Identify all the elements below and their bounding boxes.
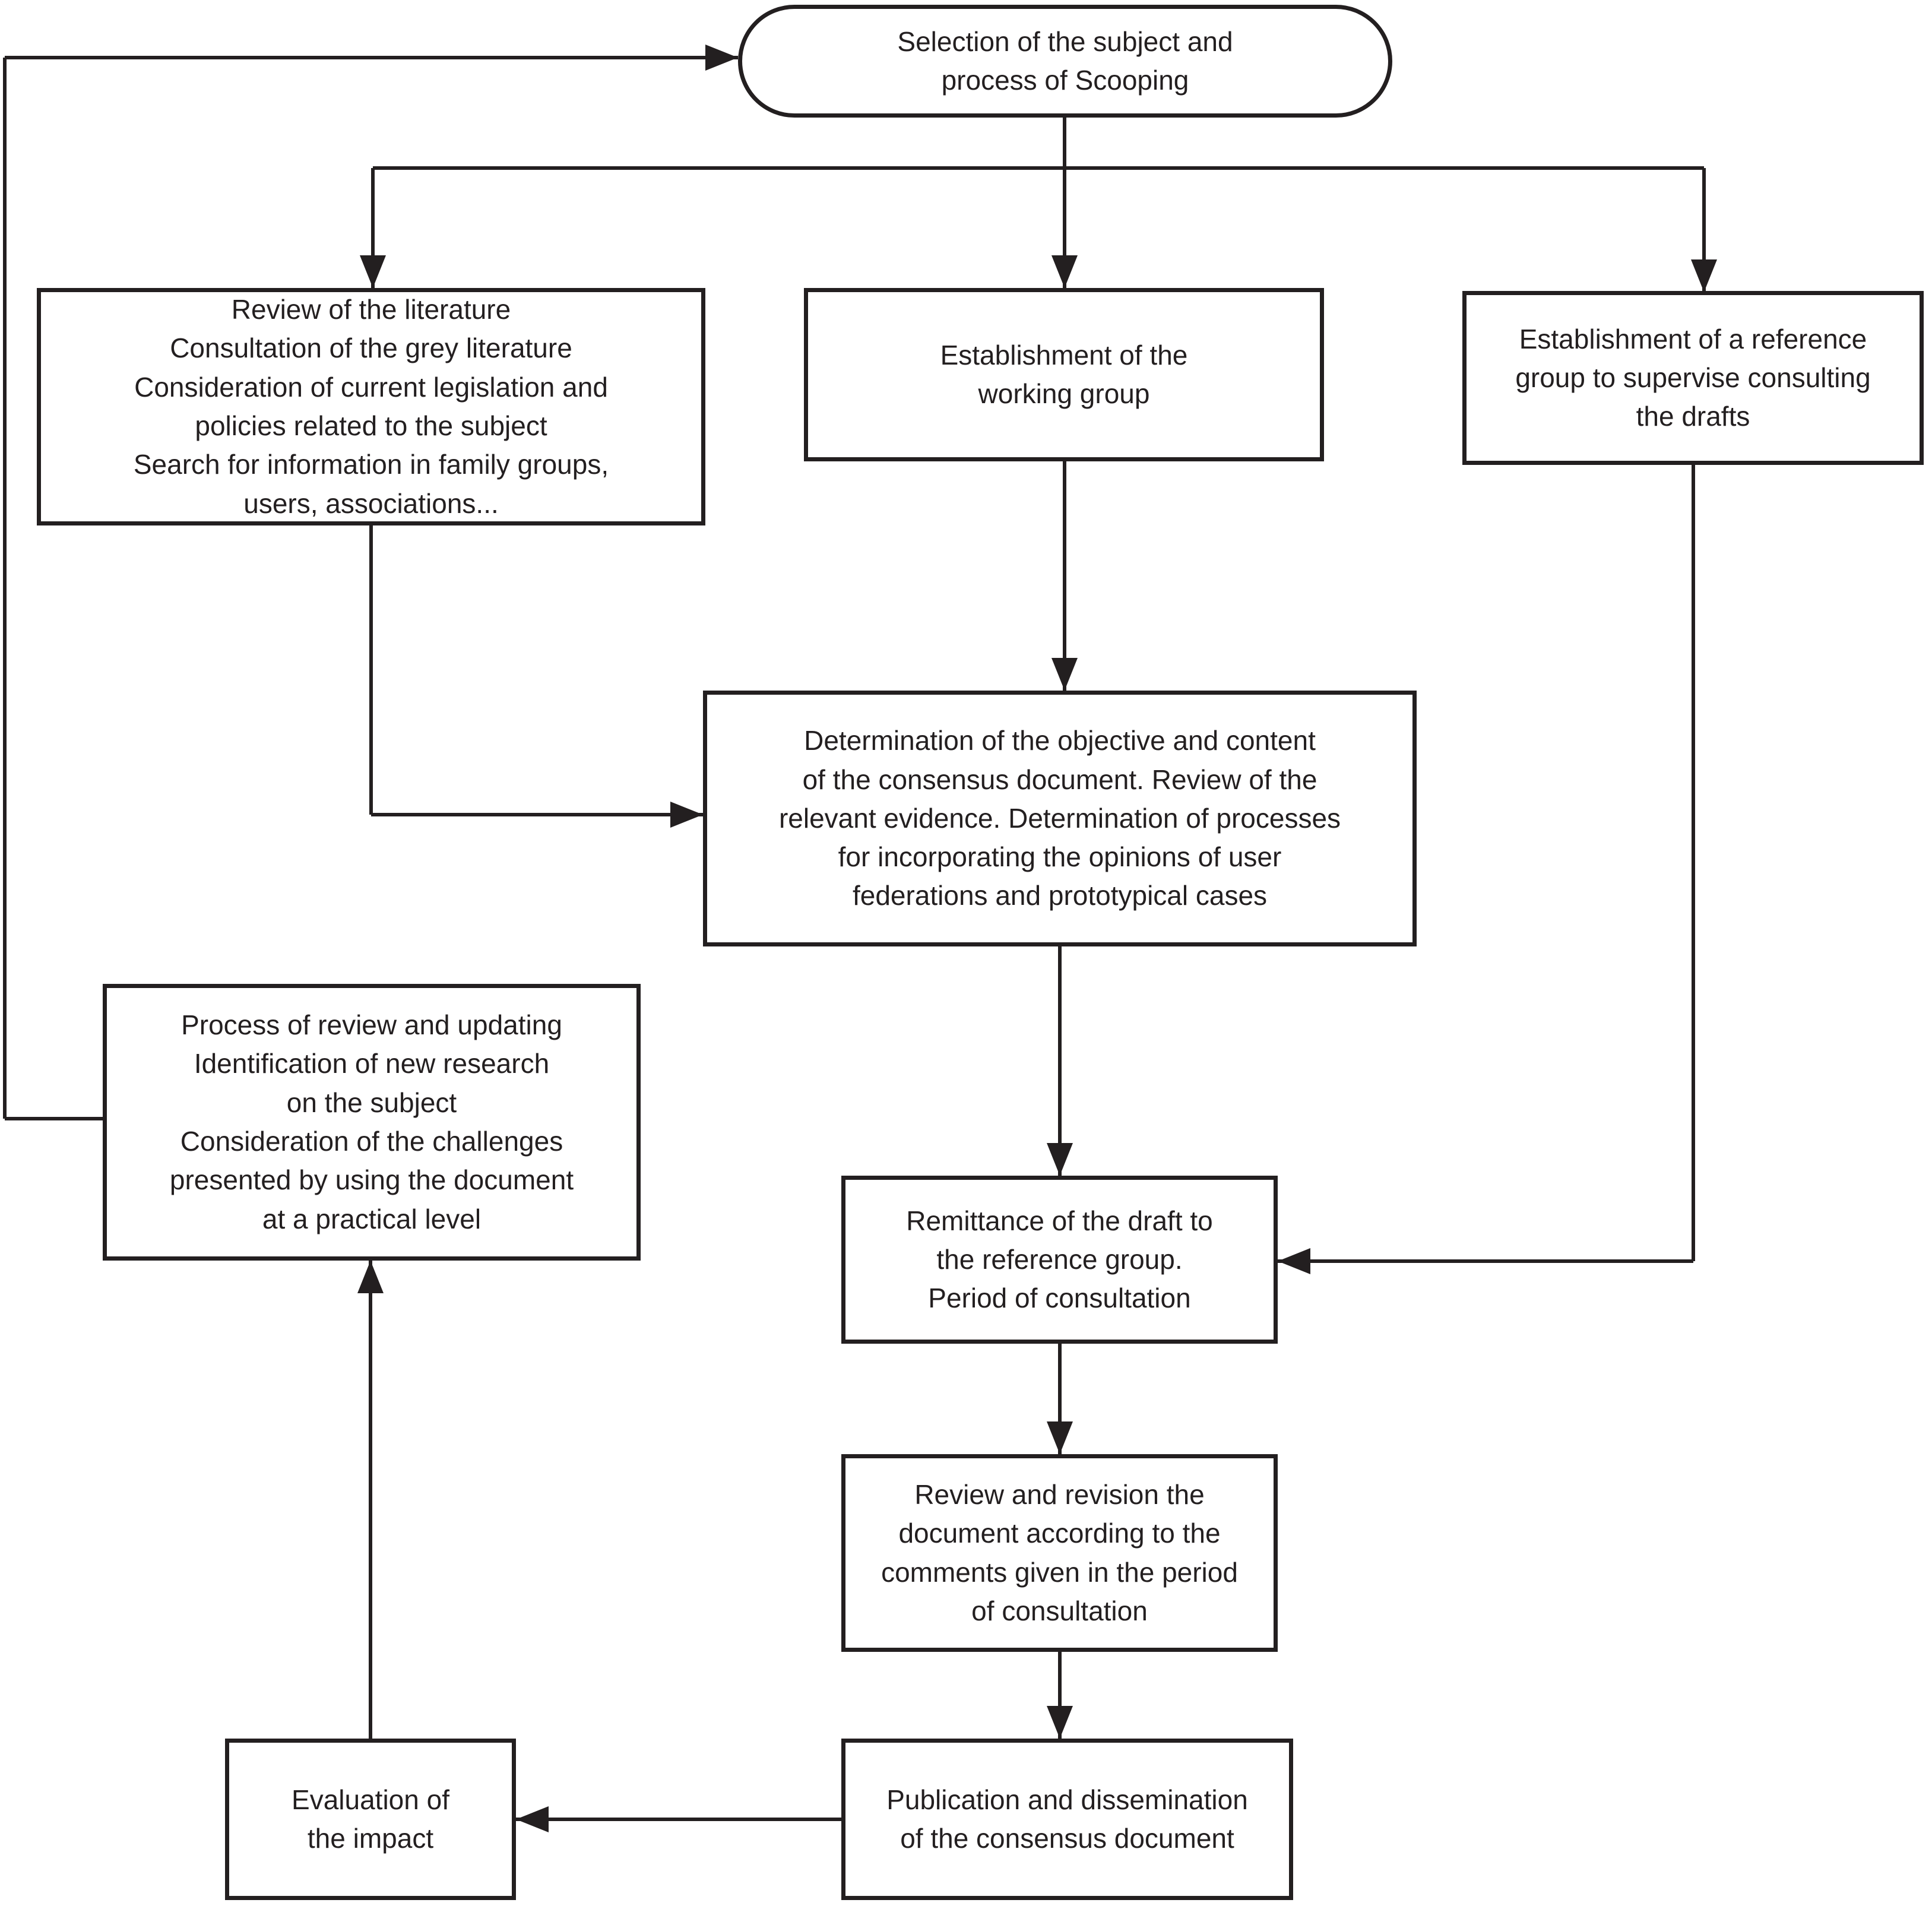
node-process-review: Process of review and updating Identific… [103,984,641,1261]
node-publication: Publication and dissemination of the con… [841,1739,1293,1900]
node-working-group: Establishment of the working group [804,288,1324,461]
node-remittance: Remittance of the draft to the reference… [841,1176,1278,1344]
edge-selection-literature-arrowhead [360,255,386,288]
node-evaluation: Evaluation of the impact [225,1739,516,1900]
node-literature: Review of the literature Consultation of… [37,288,705,525]
edge-revision-publication-arrowhead [1047,1706,1073,1739]
node-determination: Determination of the objective and conte… [703,691,1417,946]
edge-evaluation-process-review-arrowhead [357,1261,384,1293]
edge-determination-remittance-line [1058,946,1062,1176]
edge-literature-determination-arrowhead [670,802,703,828]
node-revision: Review and revision the document accordi… [841,1454,1278,1652]
edge-reference-group-remittance-hline [1278,1259,1693,1263]
edge-selection-working-group-arrowhead [1051,255,1078,288]
edge-literature-determination-vline [369,525,373,815]
edge-selection-branch-bar [373,166,1704,170]
edge-process-review-selection-arrowhead [705,45,738,71]
edge-remittance-revision-arrowhead [1047,1421,1073,1454]
edge-process-review-selection-hline-top [5,56,738,59]
edge-working-group-determination-line [1063,461,1066,691]
edge-selection-reference-group-line [1702,168,1706,292]
edge-evaluation-process-review-line [369,1261,372,1739]
edge-working-group-determination-arrowhead [1051,658,1078,691]
edge-revision-publication-line [1058,1652,1062,1739]
edge-publication-evaluation-arrowhead [516,1806,549,1832]
edge-selection-literature-line [371,168,375,288]
edge-determination-remittance-arrowhead [1047,1143,1073,1176]
edge-literature-determination-hline [371,813,703,816]
edge-reference-group-remittance-arrowhead [1278,1248,1310,1274]
edge-remittance-revision-line [1058,1344,1062,1454]
edge-process-review-selection-hline-bottom [5,1117,103,1120]
edge-selection-working-group-line [1063,118,1066,288]
edge-selection-reference-group-arrowhead [1691,259,1717,292]
node-reference-group: Establishment of a reference group to su… [1462,291,1924,465]
edge-reference-group-remittance-vline [1692,465,1695,1261]
edge-publication-evaluation-line [516,1818,841,1821]
edge-process-review-selection-vline [3,58,7,1119]
node-selection: Selection of the subject and process of … [738,5,1392,118]
